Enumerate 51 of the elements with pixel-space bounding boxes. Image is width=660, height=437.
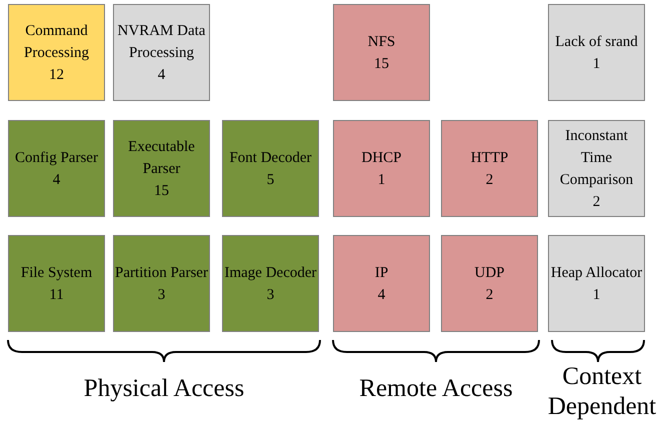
category-name: NFS: [368, 32, 396, 52]
category-name: IP: [374, 264, 388, 282]
category-box: [8, 4, 105, 101]
category-box: [333, 235, 430, 332]
count-number: 1: [592, 54, 600, 74]
count-number: 3: [266, 286, 274, 304]
count-number: 5: [266, 170, 274, 190]
category-name: UDP: [474, 264, 504, 282]
category-name: Executable Parser: [127, 138, 196, 178]
category-name: Inconstant Time Comparison: [558, 126, 634, 190]
category-name: HTTP: [470, 148, 508, 168]
count-number: 15: [374, 54, 389, 74]
category-name: DHCP: [361, 148, 402, 168]
category-name: NVRAM Data Processing: [116, 22, 206, 62]
category-box: [222, 120, 319, 217]
category-box: [113, 235, 210, 332]
category-box: [548, 120, 645, 217]
count-number: 2: [486, 170, 494, 190]
category-box: [333, 4, 430, 101]
category-box: [113, 4, 210, 101]
count-number: 4: [158, 66, 166, 84]
group-label: Context Dependent: [546, 362, 658, 422]
category-name: Heap Allocator: [550, 264, 642, 282]
group-label: Physical Access: [82, 374, 246, 404]
category-box: [333, 120, 430, 217]
count-number: 2: [592, 192, 600, 212]
category-box: [441, 120, 538, 217]
category-name: Partition Parser: [115, 264, 208, 282]
count-number: 3: [158, 286, 166, 304]
count-number: 11: [49, 286, 64, 304]
category-name: Font Decoder: [229, 148, 312, 168]
count-number: 4: [378, 286, 386, 304]
category-box: [548, 4, 645, 101]
category-box: [441, 235, 538, 332]
count-number: 12: [49, 66, 64, 84]
category-name: Lack of srand: [555, 32, 638, 52]
category-box: [548, 235, 645, 332]
count-number: 4: [52, 170, 60, 190]
category-box: [8, 235, 105, 332]
category-box: [113, 120, 210, 217]
category-box: [8, 120, 105, 217]
count-number: 1: [592, 286, 600, 304]
category-name: Config Parser: [15, 148, 98, 168]
count-number: 1: [378, 170, 386, 190]
count-number: 2: [486, 286, 494, 304]
category-box: [222, 235, 319, 332]
group-label: Remote Access: [358, 374, 514, 404]
count-number: 15: [154, 182, 169, 200]
category-name: Command Processing: [23, 22, 90, 62]
category-name: File System: [20, 264, 92, 282]
category-name: Image Decoder: [224, 264, 317, 282]
